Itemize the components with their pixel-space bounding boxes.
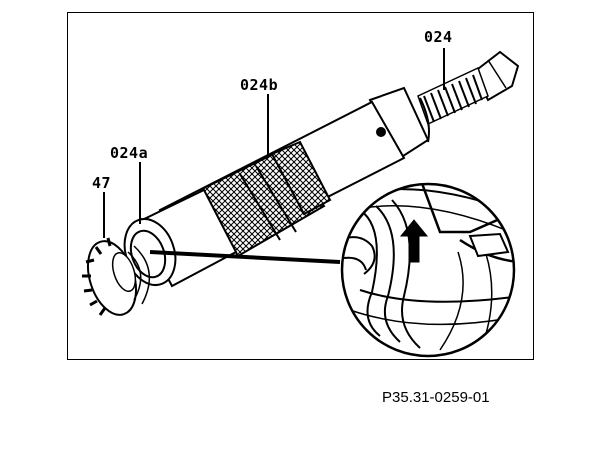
callout-024b: 024b <box>240 76 279 94</box>
spur-gear <box>82 237 151 316</box>
leader-lines <box>103 48 445 238</box>
callout-47: 47 <box>92 174 112 192</box>
magnified-detail <box>340 182 516 358</box>
arrow-up-icon <box>399 219 429 263</box>
callout-024a: 024a <box>110 144 149 162</box>
threaded-bolt <box>417 50 520 126</box>
magnifier-pointer <box>149 250 341 264</box>
callout-024: 024 <box>424 28 453 46</box>
figure-reference: P35.31-0259-01 <box>382 389 490 406</box>
